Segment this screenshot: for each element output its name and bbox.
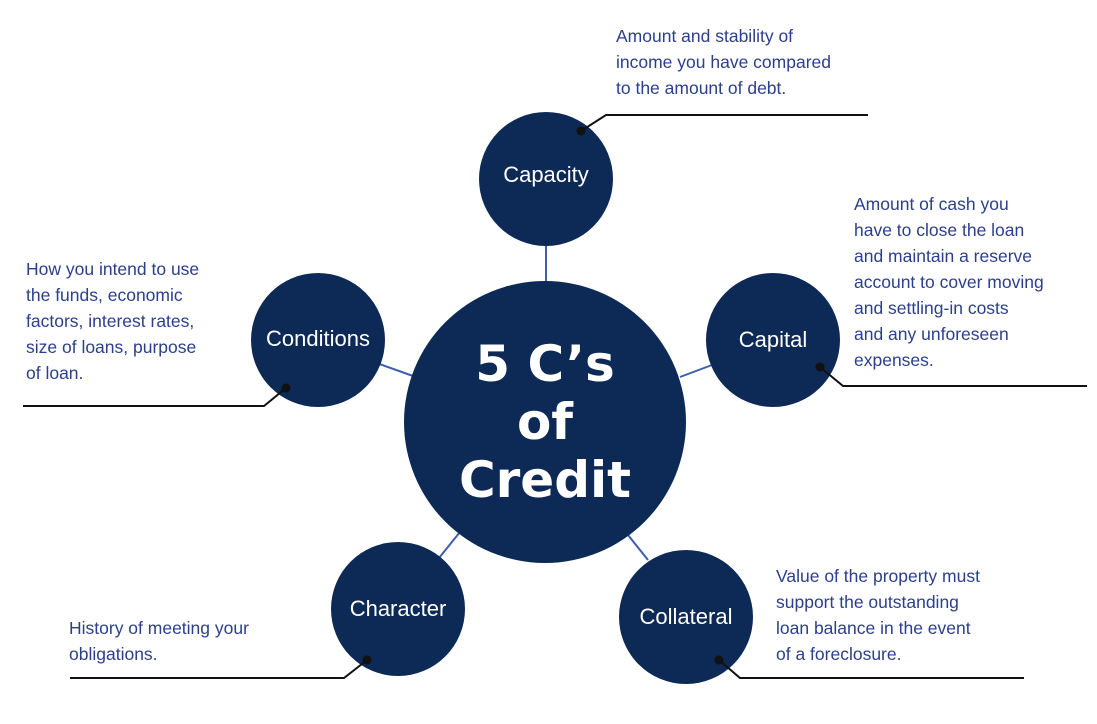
callout-conditions [23,387,287,407]
connector-capital [679,364,713,378]
callout-collateral [718,659,1024,679]
capital-description: Amount of cash you have to close the loa… [854,194,1044,370]
center-circle [404,281,686,563]
callout-capacity [580,114,868,132]
capital-label: Capital [738,327,808,352]
character-description: History of meeting your obligations. [69,618,249,664]
callout-dot-capacity [576,126,586,136]
callout-dot-character [362,655,372,665]
callout-capital [819,366,1087,387]
collateral-description: Value of the property must support the o… [776,566,980,664]
collateral-label: Collateral [639,604,733,629]
character-label: Character [349,596,447,621]
conditions-description: How you intend to use the funds, economi… [26,259,200,383]
callout-dot-capital [815,362,825,372]
capital-circle [706,273,840,407]
capacity-label: Capacity [503,162,589,187]
capacity-description: Amount and stability of income you have … [616,26,831,98]
capacity-circle [479,112,613,246]
conditions-circle [251,273,385,407]
collateral-circle [619,550,753,684]
callout-dot-collateral [714,655,724,665]
callout-dot-conditions [281,383,291,393]
callout-character [70,659,368,679]
conditions-label: Conditions [266,326,370,351]
center-title: 5 C’s of Credit [458,335,632,509]
connector-collateral [627,534,649,561]
character-circle [331,542,465,676]
